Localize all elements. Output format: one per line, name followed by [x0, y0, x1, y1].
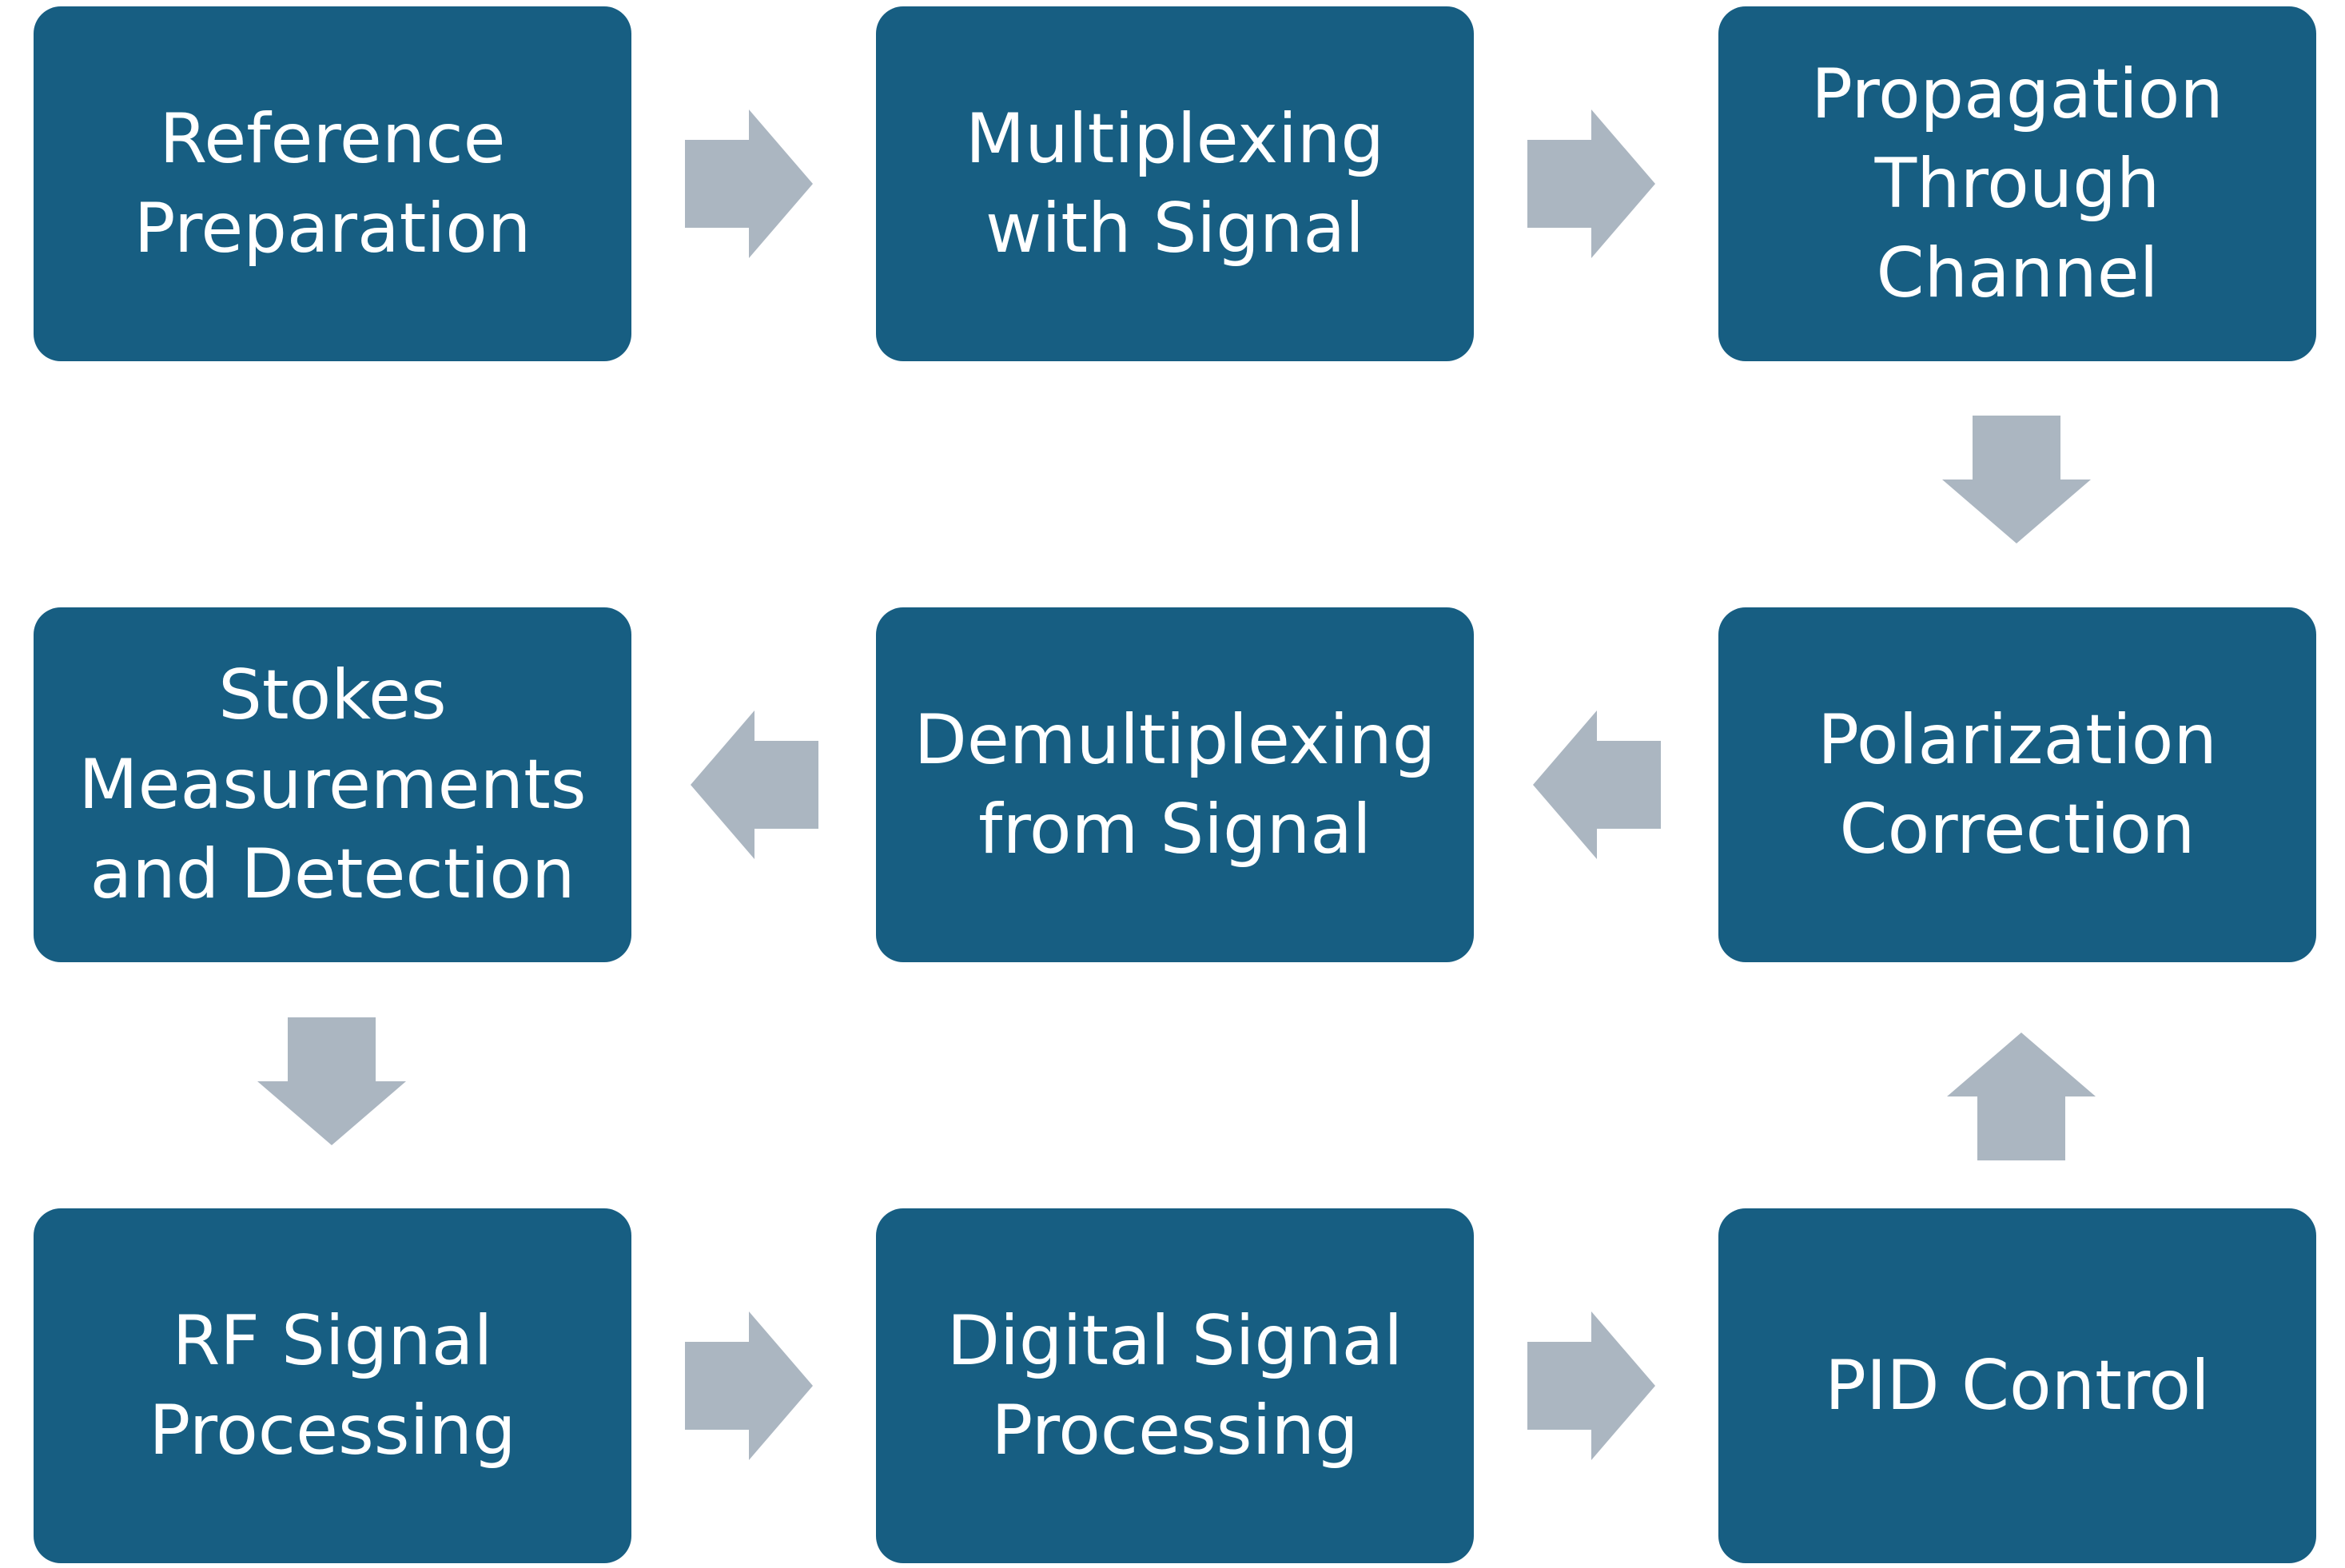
step-stokes-measurements-and-detection: Stokes Measurements and Detection — [34, 607, 631, 962]
arrow-right-icon — [1527, 1311, 1655, 1460]
arrow-right-icon — [685, 1311, 813, 1460]
arrow-down-icon — [1942, 416, 2091, 543]
step-pid-control: PID Control — [1718, 1208, 2316, 1563]
step-label: PID Control — [1825, 1346, 2210, 1426]
step-label: Polarization Correction — [1817, 700, 2217, 870]
step-label: Digital Signal Processing — [946, 1301, 1403, 1470]
arrow-right-icon — [1527, 109, 1655, 258]
step-demultiplexing-from-signal: Demultiplexing from Signal — [876, 607, 1474, 962]
step-label: Multiplexing with Signal — [965, 99, 1384, 269]
step-rf-signal-processing: RF Signal Processing — [34, 1208, 631, 1563]
step-label: Demultiplexing from Signal — [914, 700, 1436, 870]
step-propagation-through-channel: Propagation Through Channel — [1718, 6, 2316, 361]
arrow-down-icon — [257, 1017, 406, 1145]
arrow-right-icon — [685, 109, 813, 258]
step-polarization-correction: Polarization Correction — [1718, 607, 2316, 962]
step-digital-signal-processing: Digital Signal Processing — [876, 1208, 1474, 1563]
step-label: Reference Preparation — [133, 99, 532, 269]
step-multiplexing-with-signal: Multiplexing with Signal — [876, 6, 1474, 361]
step-reference-preparation: Reference Preparation — [34, 6, 631, 361]
step-label: Propagation Through Channel — [1811, 54, 2224, 313]
arrow-up-icon — [1947, 1033, 2096, 1160]
arrow-left-icon — [1533, 710, 1661, 859]
arrow-left-icon — [691, 710, 818, 859]
step-label: Stokes Measurements and Detection — [78, 655, 587, 914]
step-label: RF Signal Processing — [149, 1301, 516, 1470]
